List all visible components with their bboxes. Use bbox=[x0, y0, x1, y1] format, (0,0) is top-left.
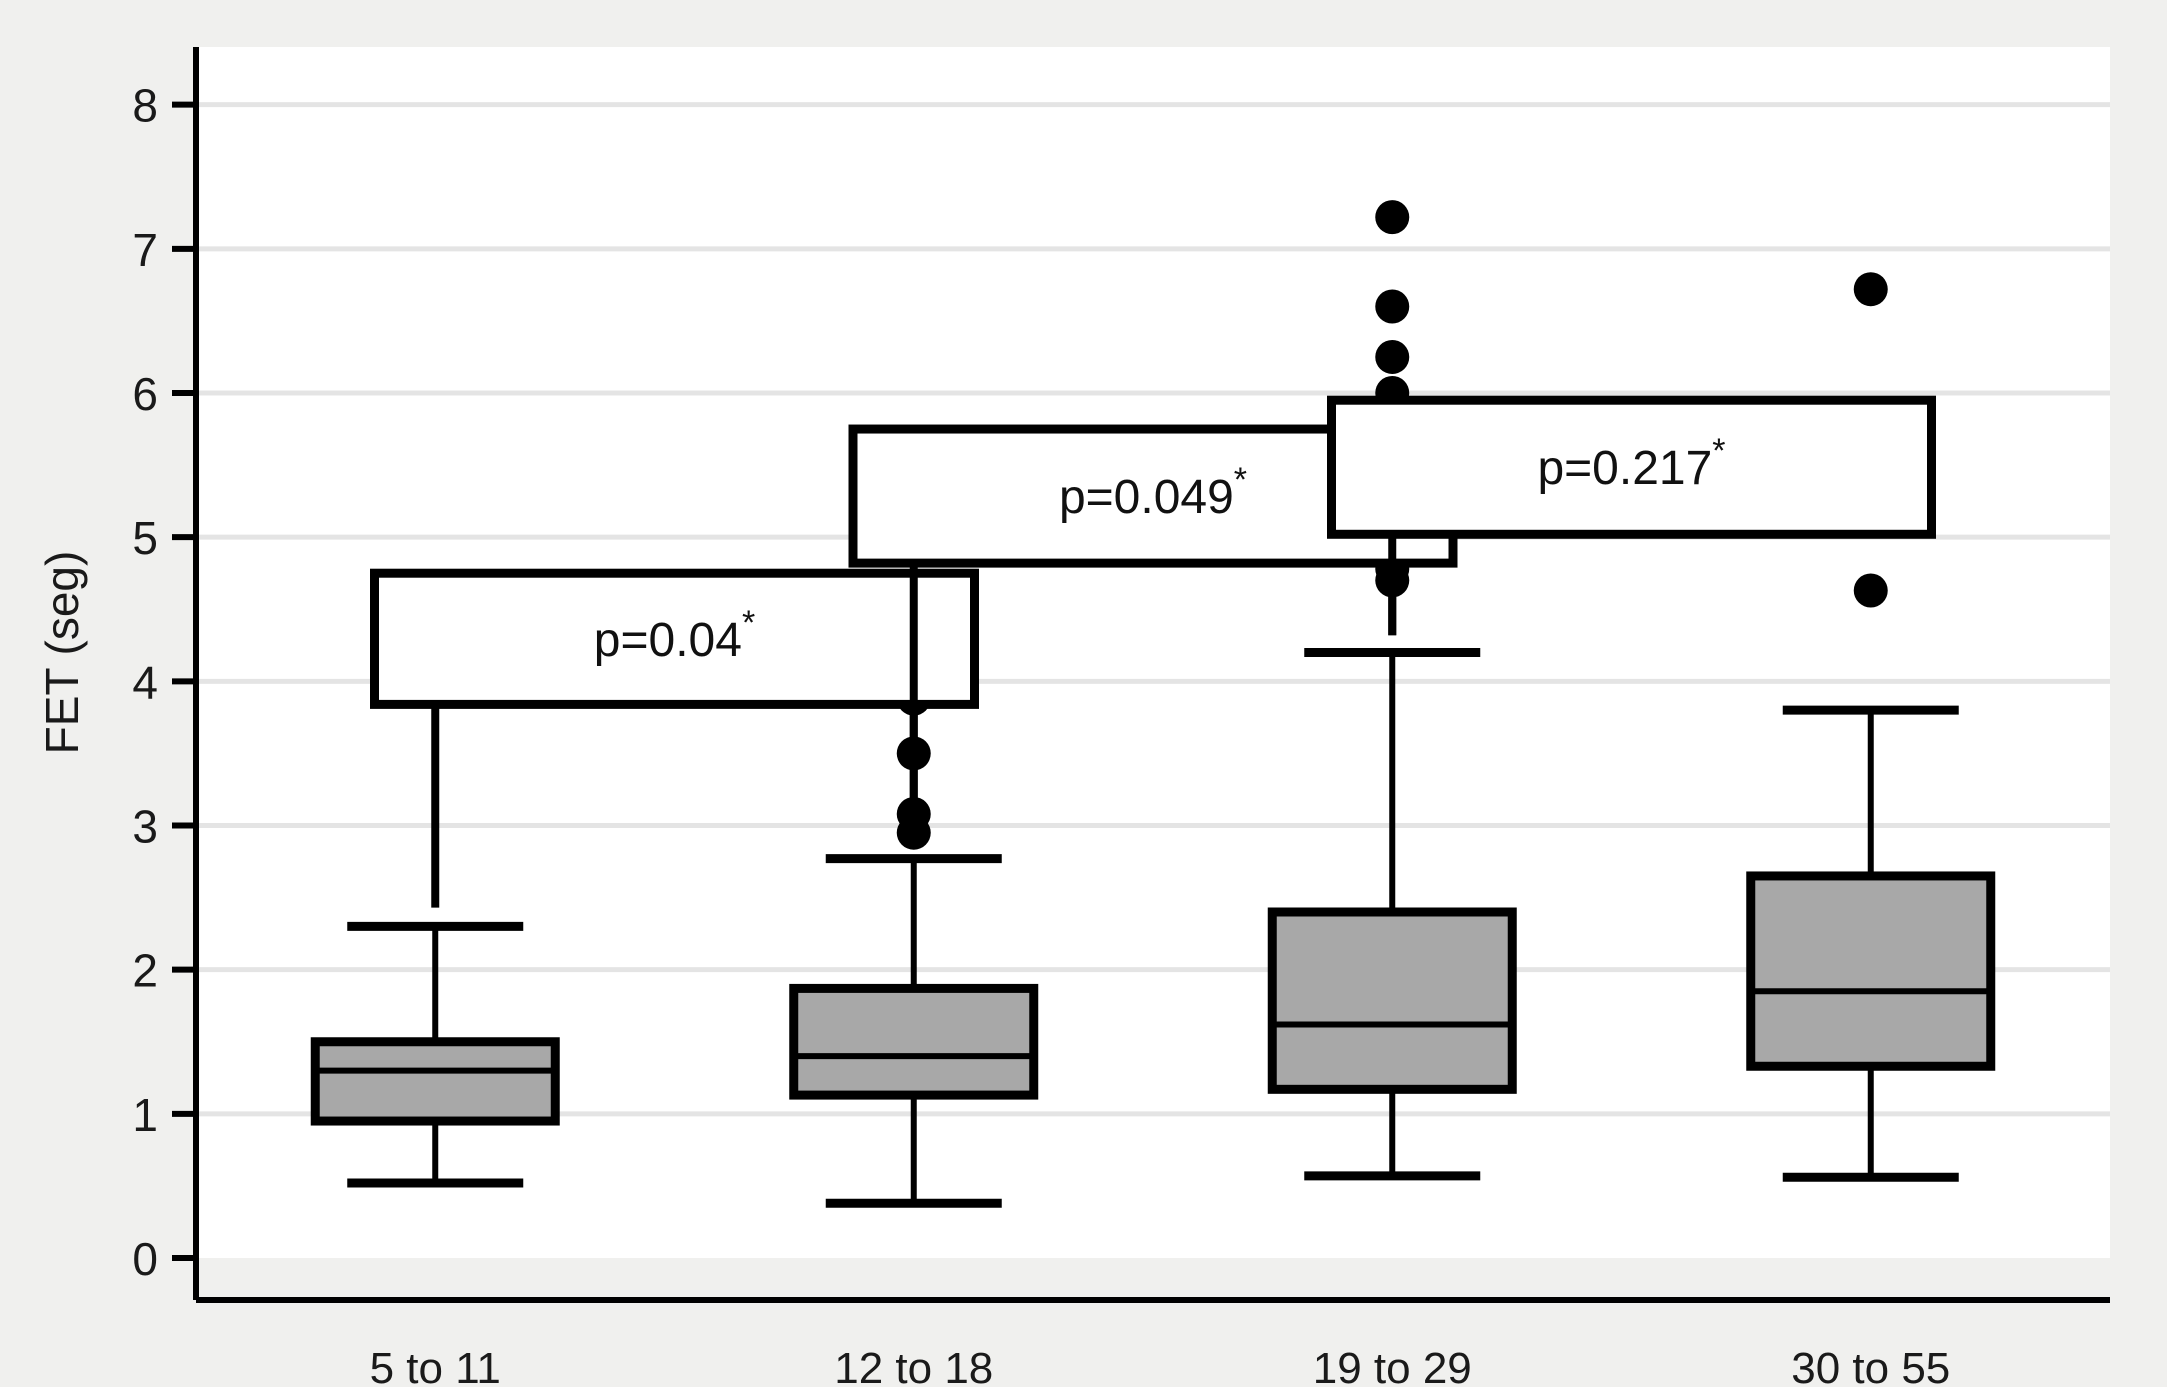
box-plot-1 bbox=[310, 921, 560, 1188]
y-axis-tick-label: 3 bbox=[132, 801, 158, 853]
pvalue-value: p=0.049 bbox=[1059, 471, 1234, 524]
pvalue-label-box bbox=[370, 568, 979, 709]
y-axis-title: FET (seg) bbox=[36, 551, 88, 755]
y-axis-tick-label: 2 bbox=[132, 945, 158, 997]
y-axis-tick-label: 6 bbox=[132, 368, 158, 420]
box-plot-3 bbox=[1267, 200, 1517, 1181]
pvalue-label-text: p=0.04* bbox=[594, 604, 755, 667]
x-axis-category-label: 5 to 11 bbox=[370, 1344, 501, 1387]
box-plot-2 bbox=[789, 664, 1039, 1208]
y-axis-tick-label: 5 bbox=[132, 512, 158, 564]
pvalue-significance-marker: * bbox=[742, 604, 755, 642]
pvalue-label-box bbox=[1327, 395, 1936, 539]
outlier-point bbox=[1853, 573, 1888, 608]
x-axis-category-label: 19 to 29 bbox=[1313, 1344, 1472, 1387]
pvalue-label-text: p=0.217* bbox=[1537, 432, 1725, 495]
outlier-point bbox=[1853, 272, 1888, 307]
box-iqr bbox=[789, 983, 1039, 1100]
y-axis-tick-label: 4 bbox=[132, 656, 158, 708]
gridlines bbox=[196, 102, 2110, 1117]
x-axis-category-label: 30 to 55 bbox=[1791, 1344, 1950, 1387]
box-plots bbox=[310, 200, 1996, 1208]
pvalue-annotation-1: p=0.04* bbox=[370, 568, 979, 908]
pvalue-value: p=0.04 bbox=[594, 614, 742, 667]
box-iqr bbox=[1267, 907, 1517, 1094]
outlier-point bbox=[1375, 339, 1410, 374]
pvalue-value: p=0.217 bbox=[1537, 442, 1712, 495]
pvalue-annotation-3: p=0.217* bbox=[1327, 395, 1936, 636]
pvalue-significance-marker: * bbox=[1712, 432, 1725, 470]
outlier-point bbox=[1375, 289, 1410, 324]
y-axis-tick-label: 7 bbox=[132, 224, 158, 276]
box-iqr bbox=[1746, 871, 1996, 1071]
pvalue-significance-marker: * bbox=[1234, 461, 1247, 499]
y-axis: 0 1 2 3 4 5 6 7 8 bbox=[132, 47, 199, 1300]
y-axis-tick-label: 8 bbox=[132, 80, 158, 132]
x-axis-category-labels: 5 to 11 12 to 18 19 to 29 30 to 55 bbox=[370, 1344, 1951, 1387]
box-plot-4 bbox=[1746, 272, 1996, 1182]
pvalue-annotations: p=0.04*p=0.049*p=0.217* bbox=[370, 395, 1936, 908]
x-axis-category-label: 12 to 18 bbox=[834, 1344, 993, 1387]
outlier-point bbox=[1375, 200, 1410, 235]
y-axis-tick-label: 1 bbox=[132, 1089, 158, 1141]
y-axis-tick-label: 0 bbox=[132, 1233, 158, 1285]
pvalue-label-text: p=0.049* bbox=[1059, 461, 1247, 524]
box-iqr bbox=[310, 1037, 560, 1126]
